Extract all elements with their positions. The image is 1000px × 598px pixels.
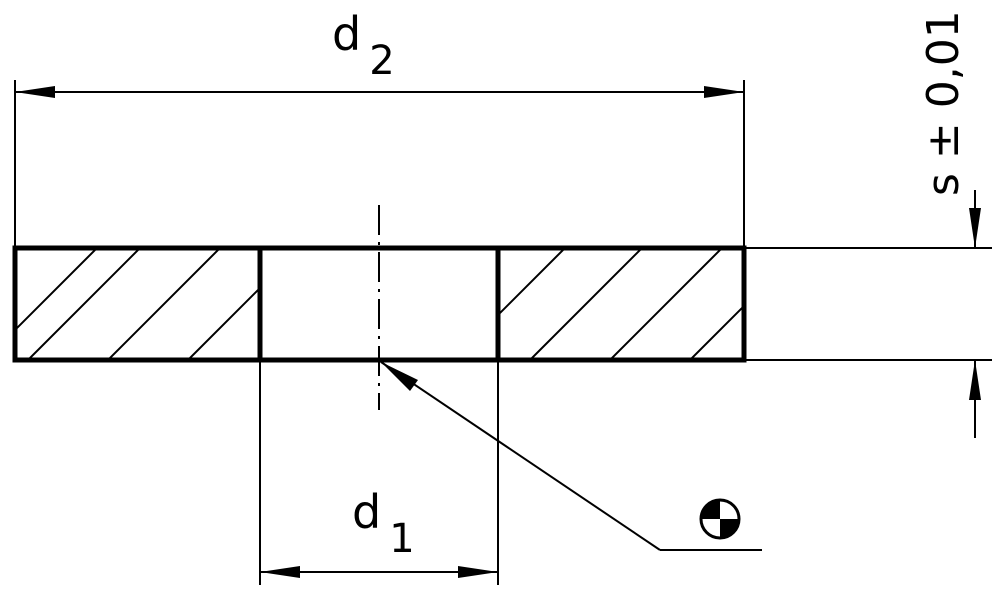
dimension-d1	[259, 360, 499, 585]
section-hatching-right	[498, 248, 744, 360]
dimension-d2	[14, 80, 745, 248]
arrowhead-left	[15, 86, 55, 98]
dimension-thickness	[744, 190, 992, 438]
arrowhead-thickness-bottom	[969, 360, 981, 400]
leader-line	[380, 361, 661, 551]
arrowhead-right	[704, 86, 744, 98]
arrowhead-d1-left	[260, 566, 300, 578]
leader-callout	[380, 361, 762, 551]
center-of-mass-icon	[699, 498, 741, 540]
arrowhead-d1-right	[458, 566, 498, 578]
thickness-label: s ± 0,01	[918, 10, 969, 196]
arrowhead-thickness-top	[969, 208, 981, 248]
section-hatching-left	[15, 248, 260, 360]
washer-section	[12, 245, 747, 363]
leader-arrowhead	[381, 362, 418, 391]
